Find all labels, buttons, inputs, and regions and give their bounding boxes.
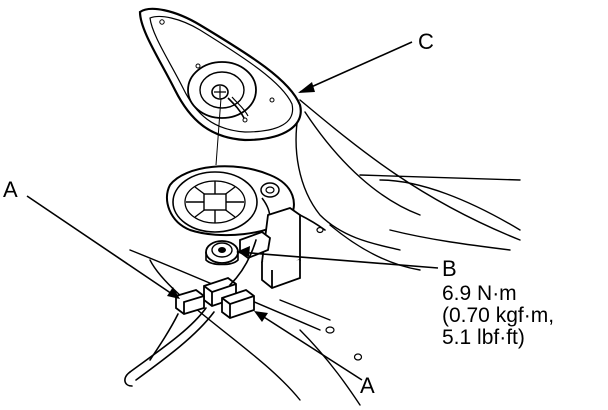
callout-label-b: B: [442, 256, 457, 281]
torque-kgf: (0.70 kgf·m,: [442, 304, 555, 327]
mounting-nut-b: [205, 240, 239, 266]
torque-metric: 6.9 N·m: [442, 282, 517, 305]
antenna-base-unit: [165, 165, 295, 237]
torque-lbf: 5.1 lbf·ft): [442, 326, 525, 349]
antenna-cables: [124, 214, 326, 387]
callout-label-a-bottom: A: [360, 373, 375, 398]
torque-specification: 6.9 N·m (0.70 kgf·m, 5.1 lbf·ft): [442, 283, 554, 349]
callout-label-a-top: A: [3, 177, 18, 202]
cable-bracket: [239, 207, 301, 290]
leader-arrows: [26, 41, 439, 381]
antenna-cover-c: [138, 7, 302, 142]
connector-clips-a: [175, 276, 255, 320]
roof-panel-outline: [129, 99, 521, 406]
alignment-line: [215, 97, 222, 166]
callout-label-c: C: [418, 29, 434, 54]
panel-holes: [316, 226, 363, 361]
